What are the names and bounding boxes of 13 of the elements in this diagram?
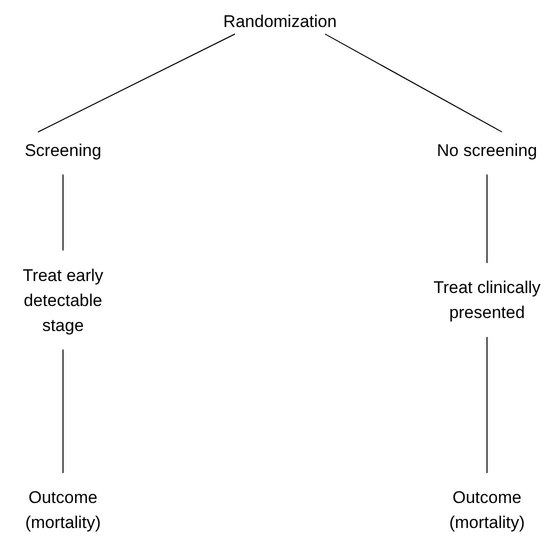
connector-line [38,34,236,132]
connector-line [486,174,488,264]
node-label: Outcome (mortality) [8,485,118,535]
node-label: Treat early detectable stage [8,262,118,338]
connector-line [486,336,488,474]
connector-line [324,34,502,132]
connector-line [62,349,64,474]
node-label: Screening [8,138,118,162]
node-label: Randomization [200,8,360,34]
connector-line [62,174,64,251]
node-label: Treat clinically presented [432,275,542,325]
node-label: No screening [422,138,552,162]
node-label: Outcome (mortality) [432,485,542,535]
